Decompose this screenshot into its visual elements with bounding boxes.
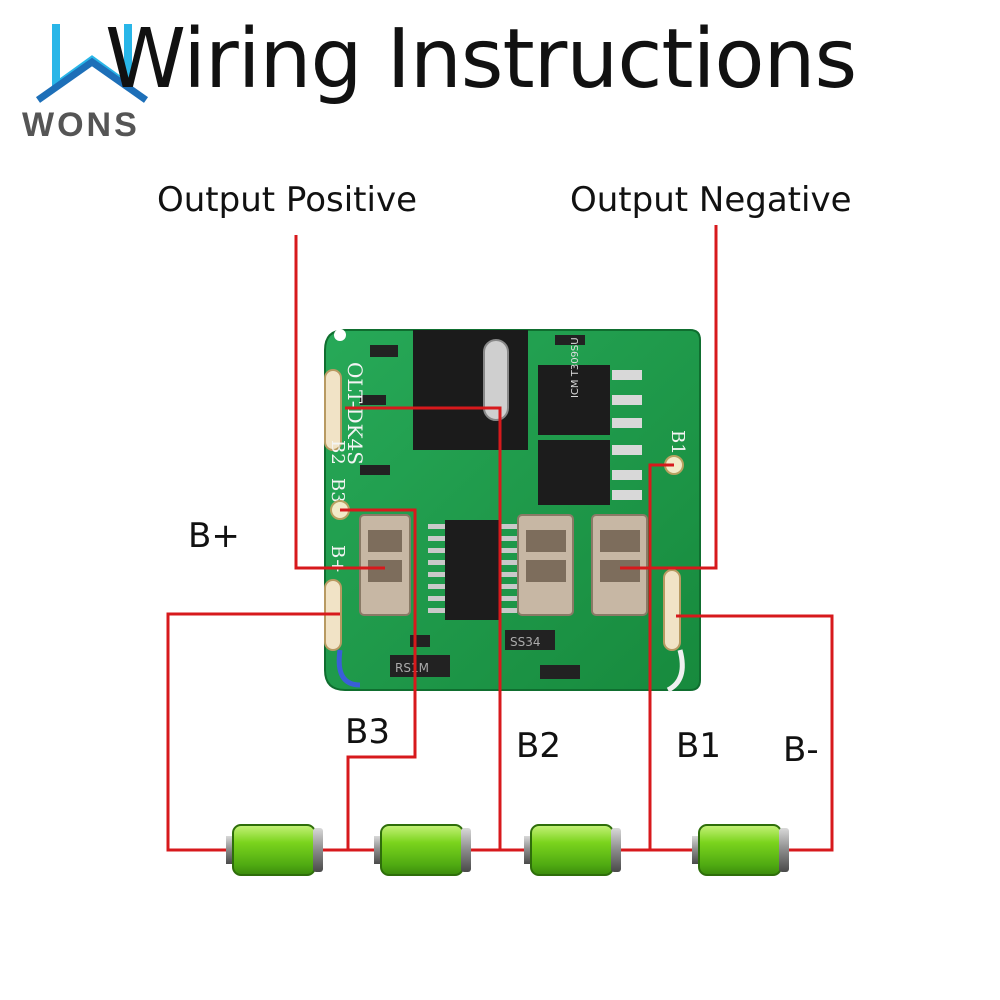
pad-b1: B1 xyxy=(667,430,688,455)
logo-text: WONS xyxy=(22,106,140,144)
battery-1 xyxy=(226,824,323,876)
label-b-minus: B- xyxy=(783,730,819,770)
silk-model: OLT-DK4S xyxy=(343,362,367,465)
wiring-lines xyxy=(166,225,834,852)
wire-b1 xyxy=(648,463,674,850)
wire-output-positive xyxy=(294,235,385,570)
battery-2 xyxy=(374,824,471,876)
silk-diode: SS34 xyxy=(510,635,541,649)
wire-b-plus xyxy=(166,612,340,852)
wire-b2 xyxy=(345,406,502,850)
label-output-negative: Output Negative xyxy=(570,180,852,220)
wire-b3 xyxy=(340,508,417,850)
wire-b-minus xyxy=(676,614,834,852)
wire-output-negative xyxy=(620,225,718,570)
label-output-positive: Output Positive xyxy=(157,180,417,220)
label-b2: B2 xyxy=(516,726,561,766)
label-b1: B1 xyxy=(676,726,721,766)
battery-3 xyxy=(524,824,621,876)
page-title: Wiring Instructions xyxy=(105,12,857,107)
pad-bplus: B+ xyxy=(327,545,348,573)
wons-logo-icon xyxy=(35,24,149,103)
pcb-board: OLT-DK4S ICM T309SU SS34 RS1M B1 B2 B3 B… xyxy=(324,329,701,693)
pad-b3: B3 xyxy=(327,478,348,503)
pad-b2: B2 xyxy=(327,440,348,465)
label-b3: B3 xyxy=(345,712,390,752)
silk-chip: ICM T309SU xyxy=(570,337,581,398)
silk-rsm: RS1M xyxy=(395,661,429,675)
battery-4 xyxy=(692,824,789,876)
label-b-plus: B+ xyxy=(188,516,240,556)
